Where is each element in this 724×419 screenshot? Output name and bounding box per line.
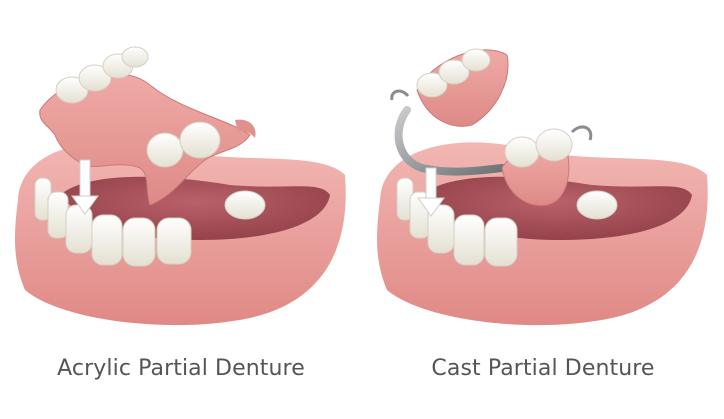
acrylic-denture-illustration <box>14 46 346 326</box>
acrylic-denture-panel: Acrylic Partial Denture <box>14 46 346 381</box>
denture-back-teeth <box>55 46 149 104</box>
down-arrow-icon <box>417 167 445 217</box>
cast-caption: Cast Partial Denture <box>431 356 655 381</box>
denture-front-teeth <box>504 128 573 168</box>
metal-clasp-back <box>390 89 410 101</box>
cast-denture-illustration <box>376 48 708 326</box>
metal-clasp-front <box>570 125 593 141</box>
acrylic-plate <box>39 73 251 206</box>
cast-denture-panel: Cast Partial Denture <box>362 0 724 419</box>
denture-back-teeth <box>416 48 491 98</box>
denture-front-teeth <box>146 121 221 168</box>
acrylic-clasp <box>235 119 256 138</box>
metal-bar <box>394 106 506 176</box>
lower-teeth <box>34 177 266 267</box>
down-arrow-icon <box>71 159 99 215</box>
acrylic-caption: Acrylic Partial Denture <box>57 356 305 381</box>
